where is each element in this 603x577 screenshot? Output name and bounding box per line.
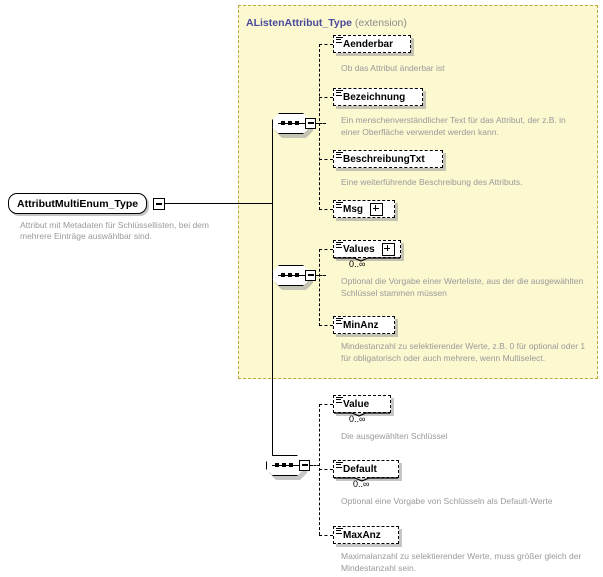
connector-to-msg bbox=[319, 209, 333, 210]
element-value-repeat-marker bbox=[334, 412, 390, 417]
extension-group-kind: (extension) bbox=[354, 17, 407, 29]
element-attribute-icon bbox=[336, 318, 343, 325]
sequence-3-collapse-minus-icon[interactable] bbox=[299, 460, 310, 471]
sequence-1-dots-icon bbox=[281, 120, 301, 127]
element-values[interactable]: Values bbox=[333, 240, 401, 262]
sequence-2-dots-icon bbox=[281, 272, 301, 279]
connector-to-minanz bbox=[319, 325, 333, 326]
connector-to-bezeichnung bbox=[319, 97, 333, 98]
root-type-label: AttributMultiEnum_Type bbox=[17, 197, 139, 210]
element-attribute-icon bbox=[336, 152, 343, 159]
element-bezeichnung[interactable]: Bezeichnung bbox=[333, 88, 423, 106]
connector-root-to-trunk bbox=[165, 203, 272, 204]
element-msg[interactable]: Msg bbox=[333, 200, 395, 218]
connector-to-aenderbar bbox=[319, 44, 333, 45]
connector-seq3-stub bbox=[310, 465, 320, 466]
element-msg-expand-plus-icon[interactable] bbox=[370, 202, 383, 216]
element-maxanz[interactable]: MaxAnz bbox=[333, 526, 399, 544]
sequence-icon-3[interactable] bbox=[266, 455, 310, 481]
sequence-2-collapse-minus-icon[interactable] bbox=[305, 270, 316, 281]
element-attribute-icon bbox=[336, 528, 343, 535]
connector-to-maxanz bbox=[319, 535, 333, 536]
connector-seq2-bus bbox=[319, 249, 320, 326]
extension-group-panel bbox=[238, 5, 598, 379]
element-label: MinAnz bbox=[343, 319, 379, 331]
element-value-occurrence: 0..∞ bbox=[349, 414, 366, 424]
element-values-occurrence: 0..∞ bbox=[349, 259, 366, 269]
element-label: BeschreibungTxt bbox=[343, 153, 425, 165]
element-default-occurrence: 0..∞ bbox=[353, 479, 370, 489]
connector-seq1-bus bbox=[319, 44, 320, 210]
connector-to-default bbox=[319, 469, 333, 470]
element-attribute-icon bbox=[336, 462, 343, 469]
sequence-icon-2[interactable] bbox=[272, 265, 316, 291]
element-beschreibungtxt[interactable]: BeschreibungTxt bbox=[333, 150, 443, 168]
root-type-documentation: Attribut mit Metadaten für Schlüssellist… bbox=[20, 220, 209, 241]
element-aenderbar[interactable]: Aenderbar bbox=[333, 35, 411, 53]
element-maxanz-documentation: Maximalanzahl zu selektierender Werte, m… bbox=[341, 551, 582, 573]
sequence-icon-1[interactable] bbox=[272, 113, 316, 139]
element-value-documentation: Die ausgewählten Schlüssel bbox=[341, 431, 448, 441]
element-attribute-icon bbox=[336, 202, 343, 209]
element-values-documentation: Optional die Vorgabe einer Werteliste, a… bbox=[341, 276, 584, 298]
connector-to-value bbox=[319, 404, 333, 405]
element-default-repeat-marker bbox=[334, 477, 398, 482]
root-type-node[interactable]: AttributMultiEnum_Type bbox=[8, 193, 148, 214]
element-label: Value bbox=[343, 398, 370, 410]
element-value[interactable]: Value bbox=[333, 395, 391, 417]
element-aenderbar-documentation: Ob das Attribut änderbar ist bbox=[341, 63, 445, 73]
element-values-repeat-marker bbox=[334, 257, 400, 262]
connector-to-beschreibungtxt bbox=[319, 159, 333, 160]
root-collapse-minus-icon[interactable] bbox=[153, 198, 165, 210]
element-attribute-icon bbox=[336, 397, 343, 404]
element-default-documentation: Optional eine Vorgabe von Schlüsseln als… bbox=[341, 496, 553, 506]
element-attribute-icon bbox=[336, 242, 343, 249]
connector-main-trunk bbox=[272, 124, 273, 468]
element-default[interactable]: Default bbox=[333, 460, 399, 482]
element-label: Default bbox=[343, 463, 377, 475]
element-bezeichnung-documentation: Ein menschenverständlicher Text für das … bbox=[341, 115, 566, 137]
extension-group-type-name: AListenAttribut_Type bbox=[246, 17, 352, 29]
sequence-3-dots-icon bbox=[275, 462, 295, 469]
element-label: Msg bbox=[343, 203, 363, 215]
element-label: Values bbox=[343, 243, 375, 255]
element-beschreibungtxt-documentation: Eine weiterführende Beschreibung des Att… bbox=[341, 177, 523, 187]
element-values-expand-plus-icon[interactable] bbox=[381, 242, 395, 256]
element-label: Aenderbar bbox=[343, 38, 394, 50]
extension-group-title: AListenAttribut_Type (extension) bbox=[246, 17, 407, 29]
element-label: MaxAnz bbox=[343, 529, 381, 541]
connector-seq1-stub bbox=[316, 123, 326, 124]
sequence-1-collapse-minus-icon[interactable] bbox=[305, 118, 316, 129]
element-attribute-icon bbox=[336, 90, 343, 97]
element-attribute-icon bbox=[336, 37, 343, 44]
connector-seq2-stub bbox=[316, 275, 326, 276]
element-minanz-documentation: Mindestanzahl zu selektierender Werte, z… bbox=[341, 341, 586, 363]
connector-to-values bbox=[319, 249, 333, 250]
element-minanz[interactable]: MinAnz bbox=[333, 316, 395, 334]
element-label: Bezeichnung bbox=[343, 91, 406, 103]
